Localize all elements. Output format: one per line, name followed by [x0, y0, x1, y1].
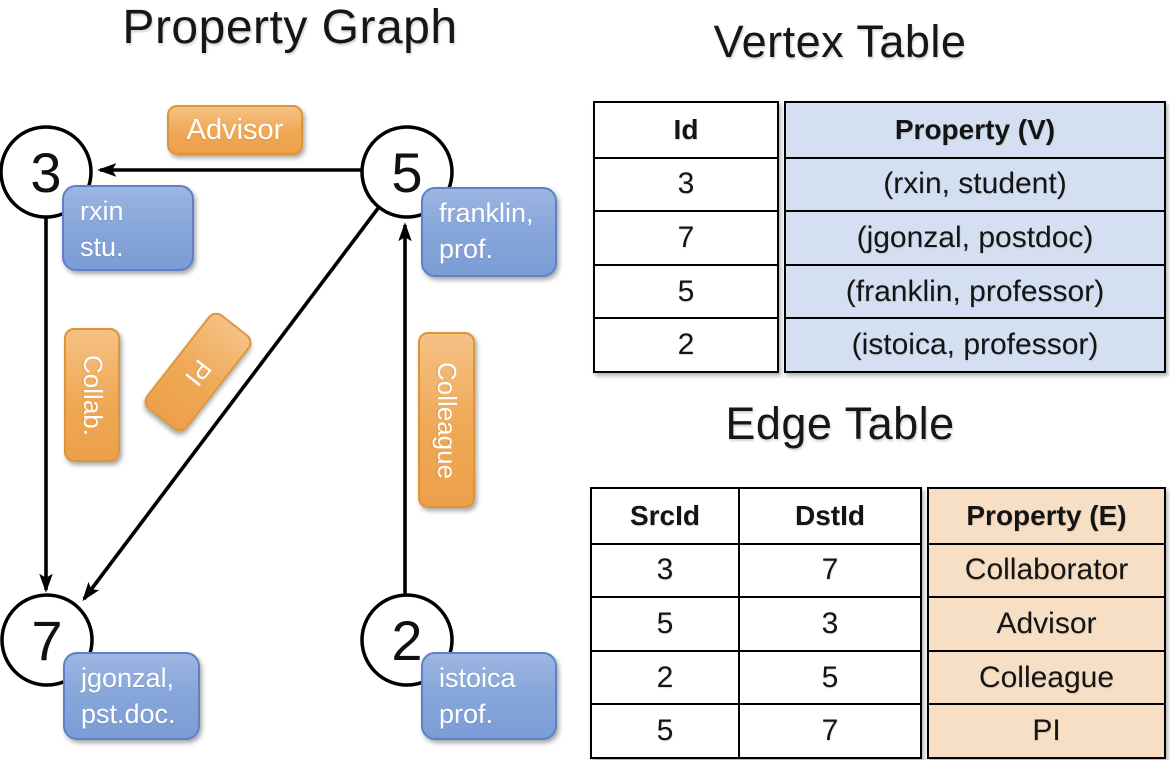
vertex-table-id-cell: 5 [595, 263, 777, 318]
edge-table-header-dstid: DstId [795, 499, 865, 531]
vertex-table-id-cell: 7 [595, 210, 777, 264]
vertex-table-property-cell: (rxin, student) [786, 156, 1164, 211]
edge-table-src-cell: 5 [592, 596, 740, 650]
vertex-property-3-line1: rxin [80, 196, 124, 226]
vertex-property-box-2: istoica prof. [421, 652, 557, 740]
vertex-table-header-id: Id [673, 113, 699, 145]
edge-table-dst-cell: 3 [740, 596, 920, 650]
node-id-7: 7 [31, 608, 63, 672]
edge-table-src-dst-columns: SrcId DstId 3 7 5 3 2 5 5 7 [590, 487, 922, 759]
vertex-table-id-cell: 2 [595, 317, 777, 371]
vertex-table-property-column: Property (V) (rxin, student) (jgonzal, p… [784, 101, 1166, 373]
vertex-property-7-line1: jgonzal, [81, 663, 175, 693]
edge-table-src-cell: 2 [592, 649, 740, 704]
edge-table-src-cell: 5 [592, 703, 740, 757]
edge-arrow-pi-5-to-7 [82, 205, 381, 602]
edge-label-colleague: Colleague [418, 332, 475, 508]
edge-table-property-cell: Advisor [929, 596, 1164, 650]
vertex-table-id-cell: 3 [595, 156, 777, 211]
node-id-2: 2 [391, 608, 423, 672]
vertex-property-7-line2: pst.doc. [81, 699, 176, 729]
edge-label-pi-text: PI [179, 353, 218, 392]
vertex-table-property-cell: (jgonzal, postdoc) [786, 210, 1164, 264]
edge-table-property-cell: Collaborator [929, 542, 1164, 597]
edge-table-header-property: Property (E) [966, 499, 1127, 531]
vertex-property-box-5: franklin, prof. [421, 187, 557, 277]
property-graph-title: Property Graph [122, 1, 458, 54]
edge-label-collab: Collab. [64, 328, 120, 462]
edge-label-colleague-text: Colleague [432, 361, 462, 479]
edge-table-src-cell: 3 [592, 542, 740, 597]
vertex-table-header-property: Property (V) [894, 113, 1056, 145]
edge-label-advisor-text: Advisor [186, 113, 284, 146]
edge-table-dst-cell: 7 [740, 703, 920, 757]
vertex-table-id-column: Id 3 7 5 2 [593, 101, 779, 373]
edge-table-title: Edge Table [725, 398, 955, 449]
vertex-property-3-line2: stu. [80, 232, 124, 262]
edge-label-collab-text: Collab. [77, 354, 108, 436]
vertex-property-5-line1: franklin, [439, 198, 534, 228]
edge-table-property-cell: PI [929, 703, 1164, 757]
vertex-property-box-3: rxin stu. [62, 185, 194, 271]
vertex-property-2-line1: istoica [439, 663, 516, 693]
vertex-table-property-cell: (istoica, professor) [786, 317, 1164, 371]
vertex-property-box-7: jgonzal, pst.doc. [63, 652, 200, 740]
edge-table-dst-cell: 5 [740, 649, 920, 704]
vertex-property-5-line2: prof. [439, 234, 494, 264]
vertex-table-title: Vertex Table [713, 16, 967, 67]
edge-table-header-srcid: SrcId [592, 489, 740, 543]
edge-table-property-cell: Colleague [929, 649, 1164, 704]
edge-table-dst-cell: 7 [740, 542, 920, 597]
edge-label-advisor: Advisor [167, 105, 303, 155]
edge-table-property-column: Property (E) Collaborator Advisor Collea… [927, 487, 1166, 759]
node-id-5: 5 [391, 140, 423, 204]
node-id-3: 3 [30, 140, 62, 204]
vertex-table-property-cell: (franklin, professor) [786, 263, 1164, 318]
vertex-property-2-line2: prof. [439, 699, 494, 729]
